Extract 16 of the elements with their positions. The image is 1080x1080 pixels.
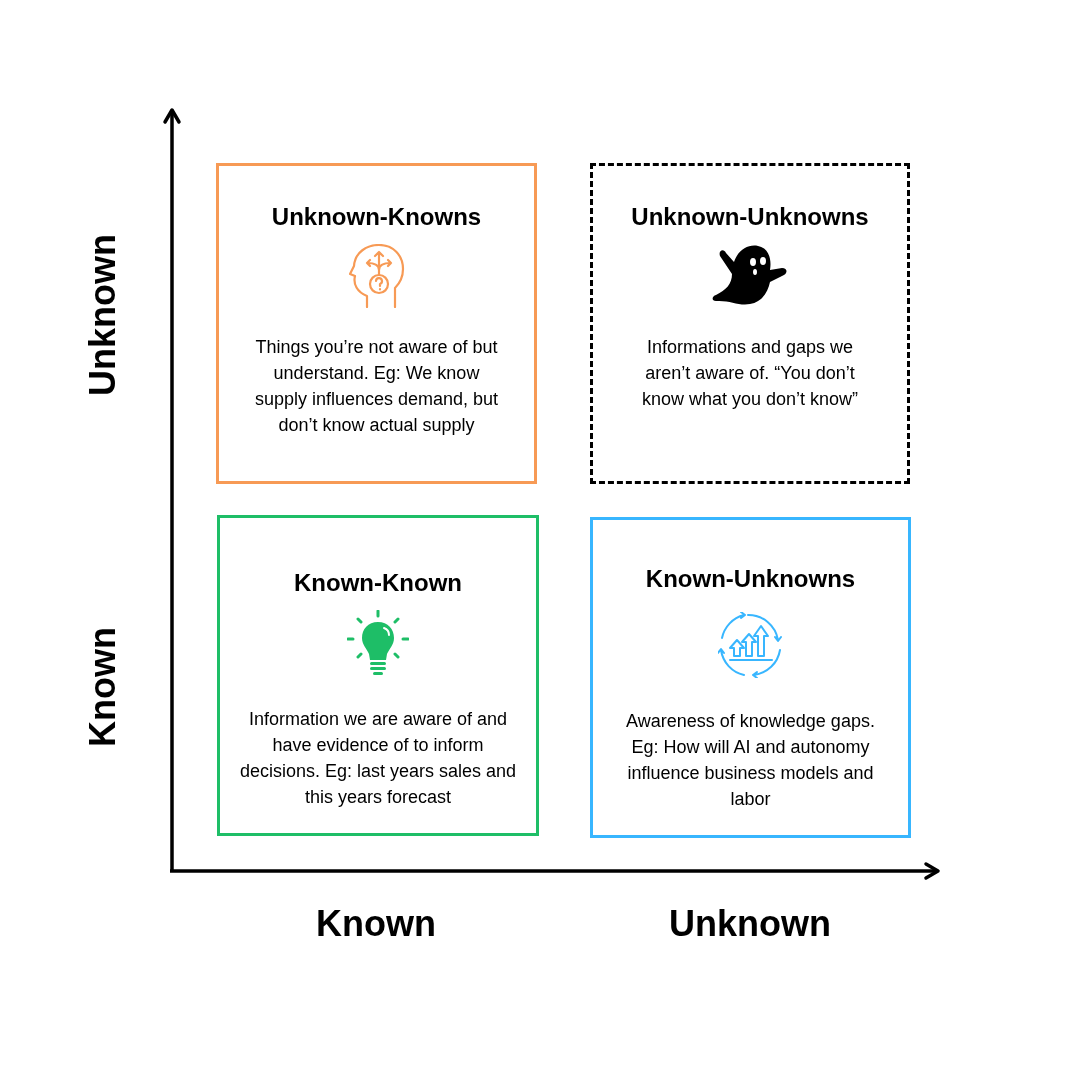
quadrant-heading: Known-Known bbox=[293, 568, 463, 598]
quadrant-description: Informations and gaps we aren’t aware of. “You don’t know what you don’t know” bbox=[640, 336, 860, 411]
quadrant-box bbox=[216, 163, 537, 484]
quadrant-description: Things you’re not aware of but understand. Eg: We know supply influences demand, but don’t know actual supply bbox=[253, 336, 500, 437]
quadrant-heading: Unknown-Unknowns bbox=[630, 202, 870, 232]
quadrant-box bbox=[217, 515, 539, 836]
quadrant-heading: Unknown-Knowns bbox=[270, 202, 483, 232]
quadrant-description: Information we are aware of and have evidence of to inform decisions. Eg: last years sales and this years forecast bbox=[238, 708, 518, 809]
quadrant-heading: Known-Unknowns bbox=[644, 564, 857, 594]
y-axis-label: Known bbox=[85, 626, 121, 749]
y-axis-label: Unknown bbox=[85, 233, 121, 398]
x-axis-label: Known bbox=[315, 906, 437, 942]
quadrant-description: Awareness of knowledge gaps. Eg: How will AI and autonomy influence business models and labor bbox=[625, 710, 876, 811]
x-axis-label: Unknown bbox=[668, 906, 832, 942]
quadrant-box bbox=[590, 517, 911, 838]
quadrant-box bbox=[590, 163, 910, 484]
